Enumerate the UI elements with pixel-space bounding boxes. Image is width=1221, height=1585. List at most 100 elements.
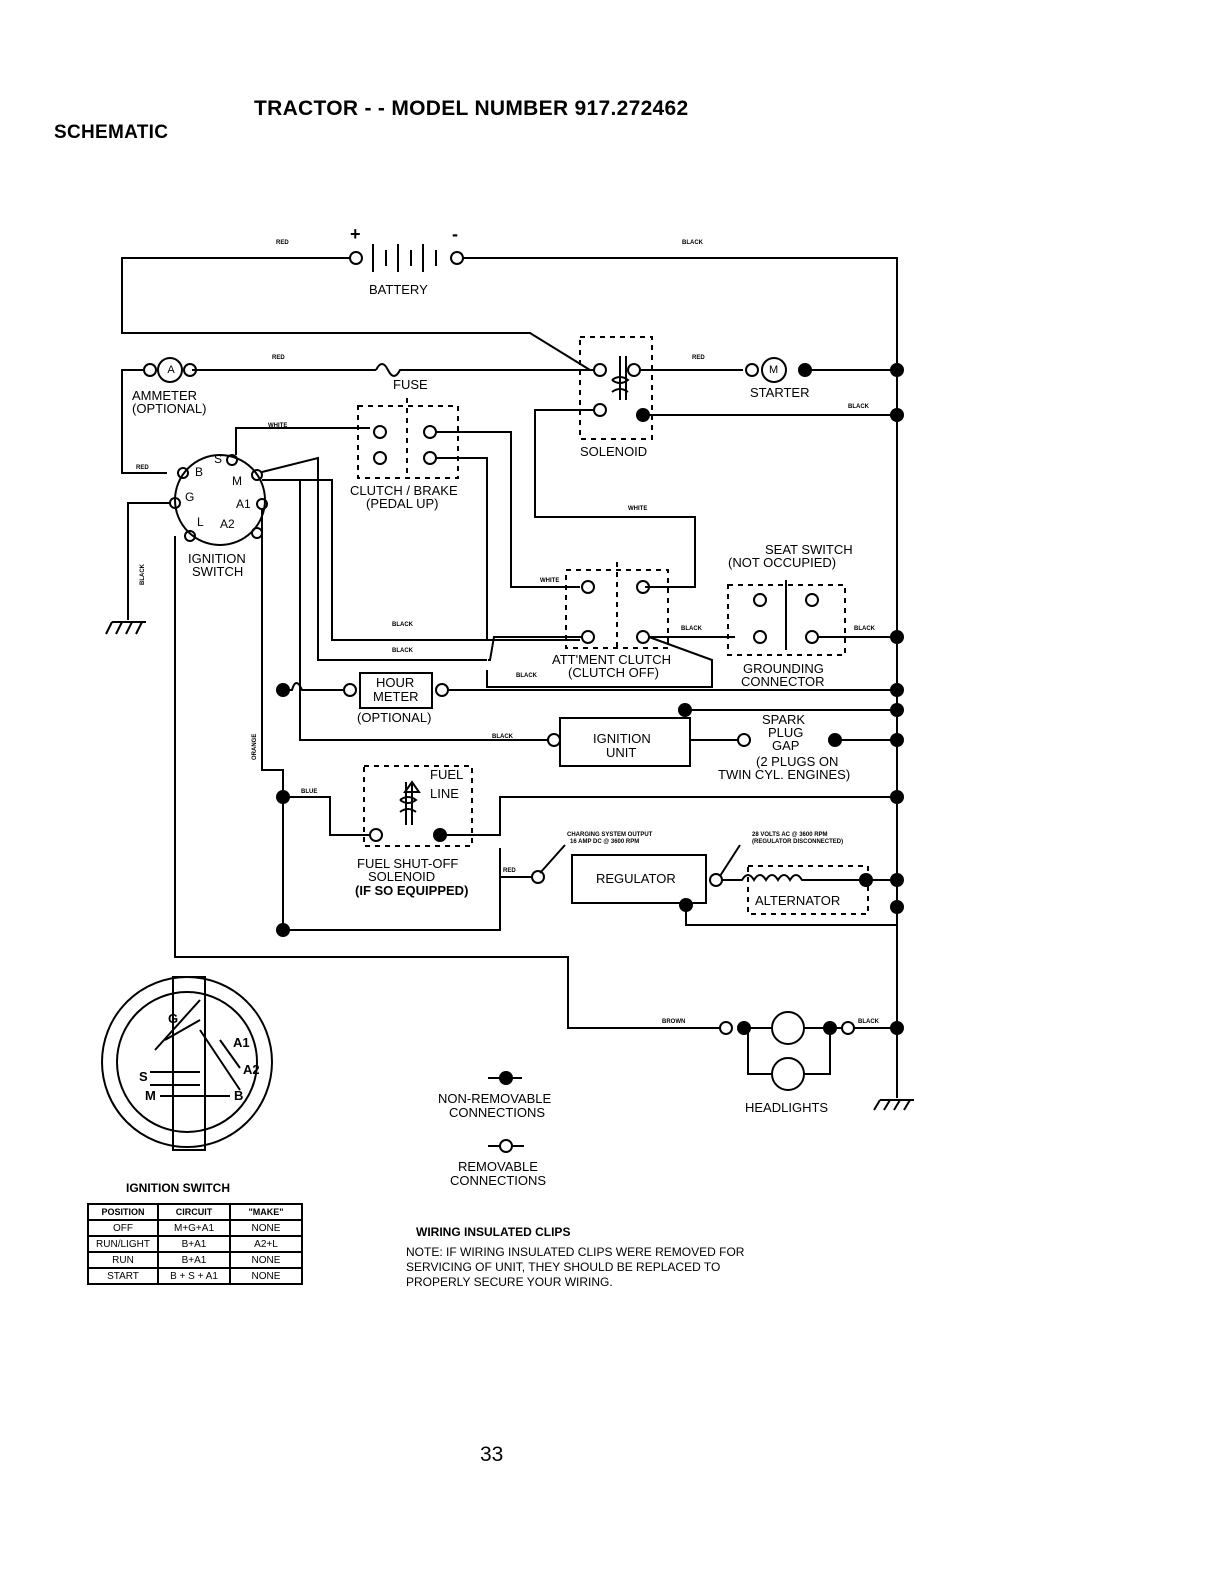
- terminal-s: S: [214, 452, 223, 466]
- attachment-clutch-sub-label: (CLUTCH OFF): [568, 665, 659, 680]
- regulator-disconnected-label: (REGULATOR DISCONNECTED): [752, 839, 844, 845]
- battery-label: BATTERY: [369, 282, 428, 297]
- table-cell: RUN: [87, 1251, 159, 1269]
- page-title: TRACTOR - - MODEL NUMBER 917.272462: [254, 97, 689, 120]
- table-row: RUN/LIGHT B+A1 A2+L: [87, 1235, 303, 1253]
- note-line-1: NOTE: IF WIRING INSULATED CLIPS WERE REM…: [406, 1245, 745, 1259]
- fuel-line-sub-label: LINE: [430, 786, 459, 801]
- switch-face-m: M: [145, 1088, 156, 1103]
- wire-red-switch: RED: [136, 465, 149, 471]
- switch-face-s: S: [139, 1069, 148, 1084]
- spark-plugs-note: (2 PLUGS ON: [756, 754, 839, 769]
- wire-blue-fuel: BLUE: [301, 789, 318, 795]
- terminal-m: M: [232, 474, 242, 488]
- table-cell: A2+L: [229, 1235, 303, 1253]
- svg-text:+: +: [350, 224, 361, 244]
- wire-black-clutch-1: BLACK: [392, 622, 413, 628]
- spark-twin-cyl-note: TWIN CYL. ENGINES): [718, 767, 851, 782]
- wire-black-seat: BLACK: [681, 626, 702, 632]
- starter-label: STARTER: [750, 385, 810, 400]
- ac-volts-label: 28 VOLTS AC @ 3600 RPM: [752, 832, 828, 838]
- spark-plug-sub-label: PLUG: [768, 725, 804, 740]
- attachment-clutch-label: ATT'MENT CLUTCH: [552, 652, 671, 667]
- ammeter-symbol: A: [167, 364, 175, 376]
- wire-black-attachment: BLACK: [516, 673, 537, 679]
- wire-white-clutch: WHITE: [268, 423, 288, 429]
- spark-plug-label: SPARK: [762, 712, 806, 727]
- hour-meter-label: HOUR: [376, 675, 415, 690]
- switch-face-a1: A1: [233, 1035, 250, 1050]
- hour-meter-sub-label: METER: [373, 689, 419, 704]
- wire-black-battery: BLACK: [682, 240, 703, 246]
- terminal-b: B: [195, 465, 204, 479]
- charging-amp-label: 16 AMP DC @ 3600 RPM: [570, 839, 640, 845]
- clutch-brake-label: CLUTCH / BRAKE: [350, 483, 458, 498]
- charging-output-label: CHARGING SYSTEM OUTPUT: [567, 832, 653, 838]
- spark-gap-label: GAP: [772, 738, 800, 753]
- wire-red-battery: RED: [276, 240, 289, 246]
- switch-face-a2: A2: [243, 1062, 260, 1077]
- terminal-g: G: [185, 490, 195, 504]
- ignition-unit-label: IGNITION: [593, 731, 651, 746]
- headlights-label: HEADLIGHTS: [745, 1100, 829, 1115]
- table-cell: B+A1: [157, 1251, 231, 1269]
- solenoid-label: SOLENOID: [580, 444, 648, 459]
- fuel-solenoid-equipped-label: (IF SO EQUIPPED): [355, 883, 469, 898]
- table-cell: B+A1: [157, 1235, 231, 1253]
- page-number: 33: [480, 1443, 504, 1466]
- section-title: SCHEMATIC: [54, 122, 169, 143]
- table-cell: OFF: [87, 1219, 159, 1237]
- legend-non-removable-sub: CONNECTIONS: [449, 1105, 546, 1120]
- wire-red-starter: RED: [692, 355, 705, 361]
- starter-symbol: M: [769, 364, 779, 376]
- wire-black-headlights: BLACK: [858, 1019, 879, 1025]
- wire-orange-vertical: ORANGE: [252, 733, 258, 760]
- ignition-unit-sub-label: UNIT: [606, 745, 637, 760]
- wire-red-ammeter: RED: [272, 355, 285, 361]
- table-cell: NONE: [229, 1267, 303, 1285]
- table-cell: NONE: [229, 1219, 303, 1237]
- note-title: WIRING INSULATED CLIPS: [416, 1225, 571, 1239]
- fuel-solenoid-sub-label: SOLENOID: [368, 869, 436, 884]
- regulator-label: REGULATOR: [596, 871, 676, 886]
- fuel-line-label: FUEL: [430, 767, 464, 782]
- wire-black-ground: BLACK: [854, 626, 875, 632]
- terminal-a1: A1: [236, 497, 251, 511]
- ammeter-label: AMMETER: [132, 388, 197, 403]
- wire-black-ignition: BLACK: [492, 734, 513, 740]
- hour-meter-optional-label: (OPTIONAL): [357, 710, 432, 725]
- table-header-cell: POSITION: [87, 1203, 159, 1221]
- legend-removable-sub: CONNECTIONS: [450, 1173, 547, 1188]
- wire-white-attachment: WHITE: [540, 578, 560, 584]
- terminal-a2: A2: [220, 517, 235, 531]
- terminal-l: L: [197, 515, 204, 529]
- ignition-switch-label: IGNITION: [188, 551, 246, 566]
- seat-switch-sub-label: (NOT OCCUPIED): [728, 555, 837, 570]
- table-header-row: POSITION CIRCUIT "MAKE": [87, 1203, 303, 1221]
- wire-brown-headlights: BROWN: [662, 1019, 686, 1025]
- ammeter-optional-label: (OPTIONAL): [132, 401, 207, 416]
- fuse-label: FUSE: [393, 377, 428, 392]
- wire-black-clutch-2: BLACK: [392, 648, 413, 654]
- ignition-switch-sub-label: SWITCH: [192, 564, 244, 579]
- clutch-brake-sub-label: (PEDAL UP): [366, 496, 439, 511]
- note-line-2: SERVICING OF UNIT, THEY SHOULD BE REPLAC…: [406, 1260, 721, 1274]
- table-row: START B + S + A1 NONE: [87, 1267, 303, 1285]
- wire-white-solenoid: WHITE: [628, 506, 648, 512]
- grounding-connector-sub-label: CONNECTOR: [741, 674, 825, 689]
- legend-non-removable: NON-REMOVABLE: [438, 1091, 552, 1106]
- alternator-label: ALTERNATOR: [755, 893, 841, 908]
- legend-removable: REMOVABLE: [458, 1159, 538, 1174]
- table-header-cell: CIRCUIT: [157, 1203, 231, 1221]
- wire-red-regulator: RED: [503, 868, 516, 874]
- wire-black-solenoid: BLACK: [848, 404, 869, 410]
- switch-table: POSITION CIRCUIT "MAKE" OFF M+G+A1 NONE …: [87, 1203, 303, 1285]
- table-cell: B + S + A1: [157, 1267, 231, 1285]
- wire-black-ground-vertical: BLACK: [140, 564, 146, 585]
- seat-switch-label: SEAT SWITCH: [765, 542, 853, 557]
- grounding-connector-label: GROUNDING: [743, 661, 824, 676]
- svg-text:-: -: [452, 224, 458, 244]
- table-cell: RUN/LIGHT: [87, 1235, 159, 1253]
- table-header-cell: "MAKE": [229, 1203, 303, 1221]
